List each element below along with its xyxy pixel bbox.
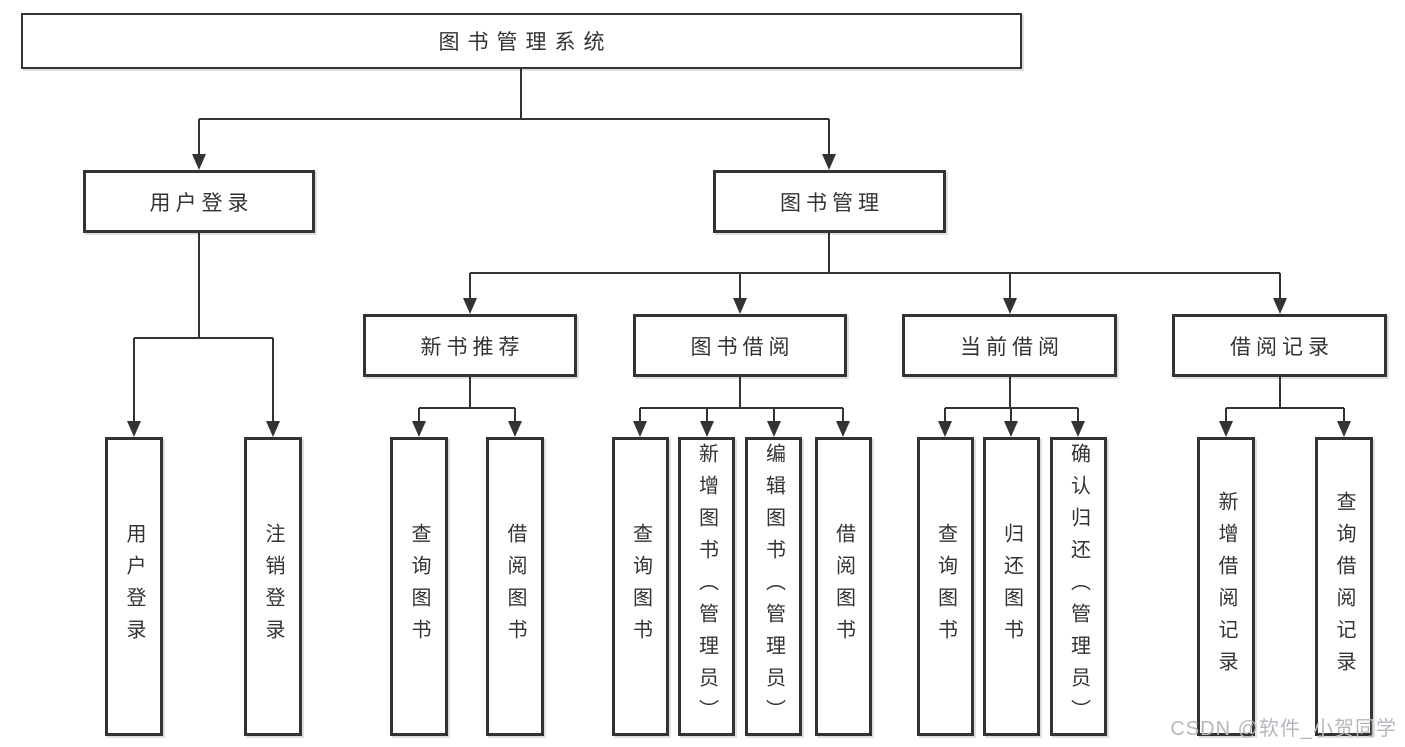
leaf-return-books: 归还图书 [983, 437, 1040, 736]
leaf-user-login: 用户登录 [105, 437, 163, 736]
leaf-edit-books-admin: 编辑图书（管理员） [745, 437, 802, 736]
node-label: 查询借阅记录 [1333, 490, 1355, 683]
node-label: 新书推荐 [420, 335, 525, 359]
node-user-login: 用户登录 [83, 170, 315, 233]
node-new-book-recommendation: 新书推荐 [363, 314, 577, 377]
node-label: 编辑图书（管理员） [762, 442, 785, 731]
node-label: 当前借阅 [960, 335, 1064, 359]
node-borrowing-records: 借阅记录 [1172, 314, 1387, 377]
leaf-add-books-admin: 新增图书（管理员） [678, 437, 735, 736]
node-label: 新增借阅记录 [1215, 490, 1237, 683]
node-label: 借阅图书 [504, 522, 526, 651]
node-label: 查询图书 [408, 522, 430, 651]
node-label: 借阅图书 [832, 522, 855, 651]
node-label: 图书管理系统 [438, 31, 613, 54]
leaf-add-borrow-record: 新增借阅记录 [1197, 437, 1255, 736]
leaf-query-books-recommend: 查询图书 [390, 437, 448, 736]
node-label: 查询图书 [934, 522, 957, 651]
node-book-borrowing: 图书借阅 [633, 314, 847, 377]
leaf-query-borrow-record: 查询借阅记录 [1315, 437, 1373, 736]
node-label: 借阅记录 [1230, 335, 1334, 359]
leaf-borrow-books: 借阅图书 [815, 437, 872, 736]
leaf-borrow-books-recommend: 借阅图书 [486, 437, 544, 736]
leaf-confirm-return-admin: 确认归还（管理员） [1050, 437, 1107, 736]
node-label: 归还图书 [1000, 522, 1023, 651]
arrowheads [127, 154, 1351, 437]
leaf-logout: 注销登录 [244, 437, 302, 736]
node-label: 用户登录 [149, 191, 254, 215]
node-label: 查询图书 [629, 522, 652, 651]
csdn-watermark: CSDN @软件_小贺同学 [1170, 718, 1397, 740]
node-label: 新增图书（管理员） [695, 442, 718, 731]
node-library-system: 图书管理系统 [21, 13, 1022, 69]
node-label: 用户登录 [123, 522, 145, 651]
node-label: 注销登录 [262, 522, 284, 651]
leaf-query-books-current: 查询图书 [917, 437, 974, 736]
node-current-borrowing: 当前借阅 [902, 314, 1117, 377]
leaf-query-books-borrow: 查询图书 [612, 437, 669, 736]
tree-edges [133, 68, 1345, 423]
node-label: 确认归还（管理员） [1067, 442, 1090, 731]
node-label: 图书借阅 [690, 335, 795, 359]
node-label: 图书管理 [780, 191, 884, 215]
node-book-management: 图书管理 [713, 170, 946, 233]
